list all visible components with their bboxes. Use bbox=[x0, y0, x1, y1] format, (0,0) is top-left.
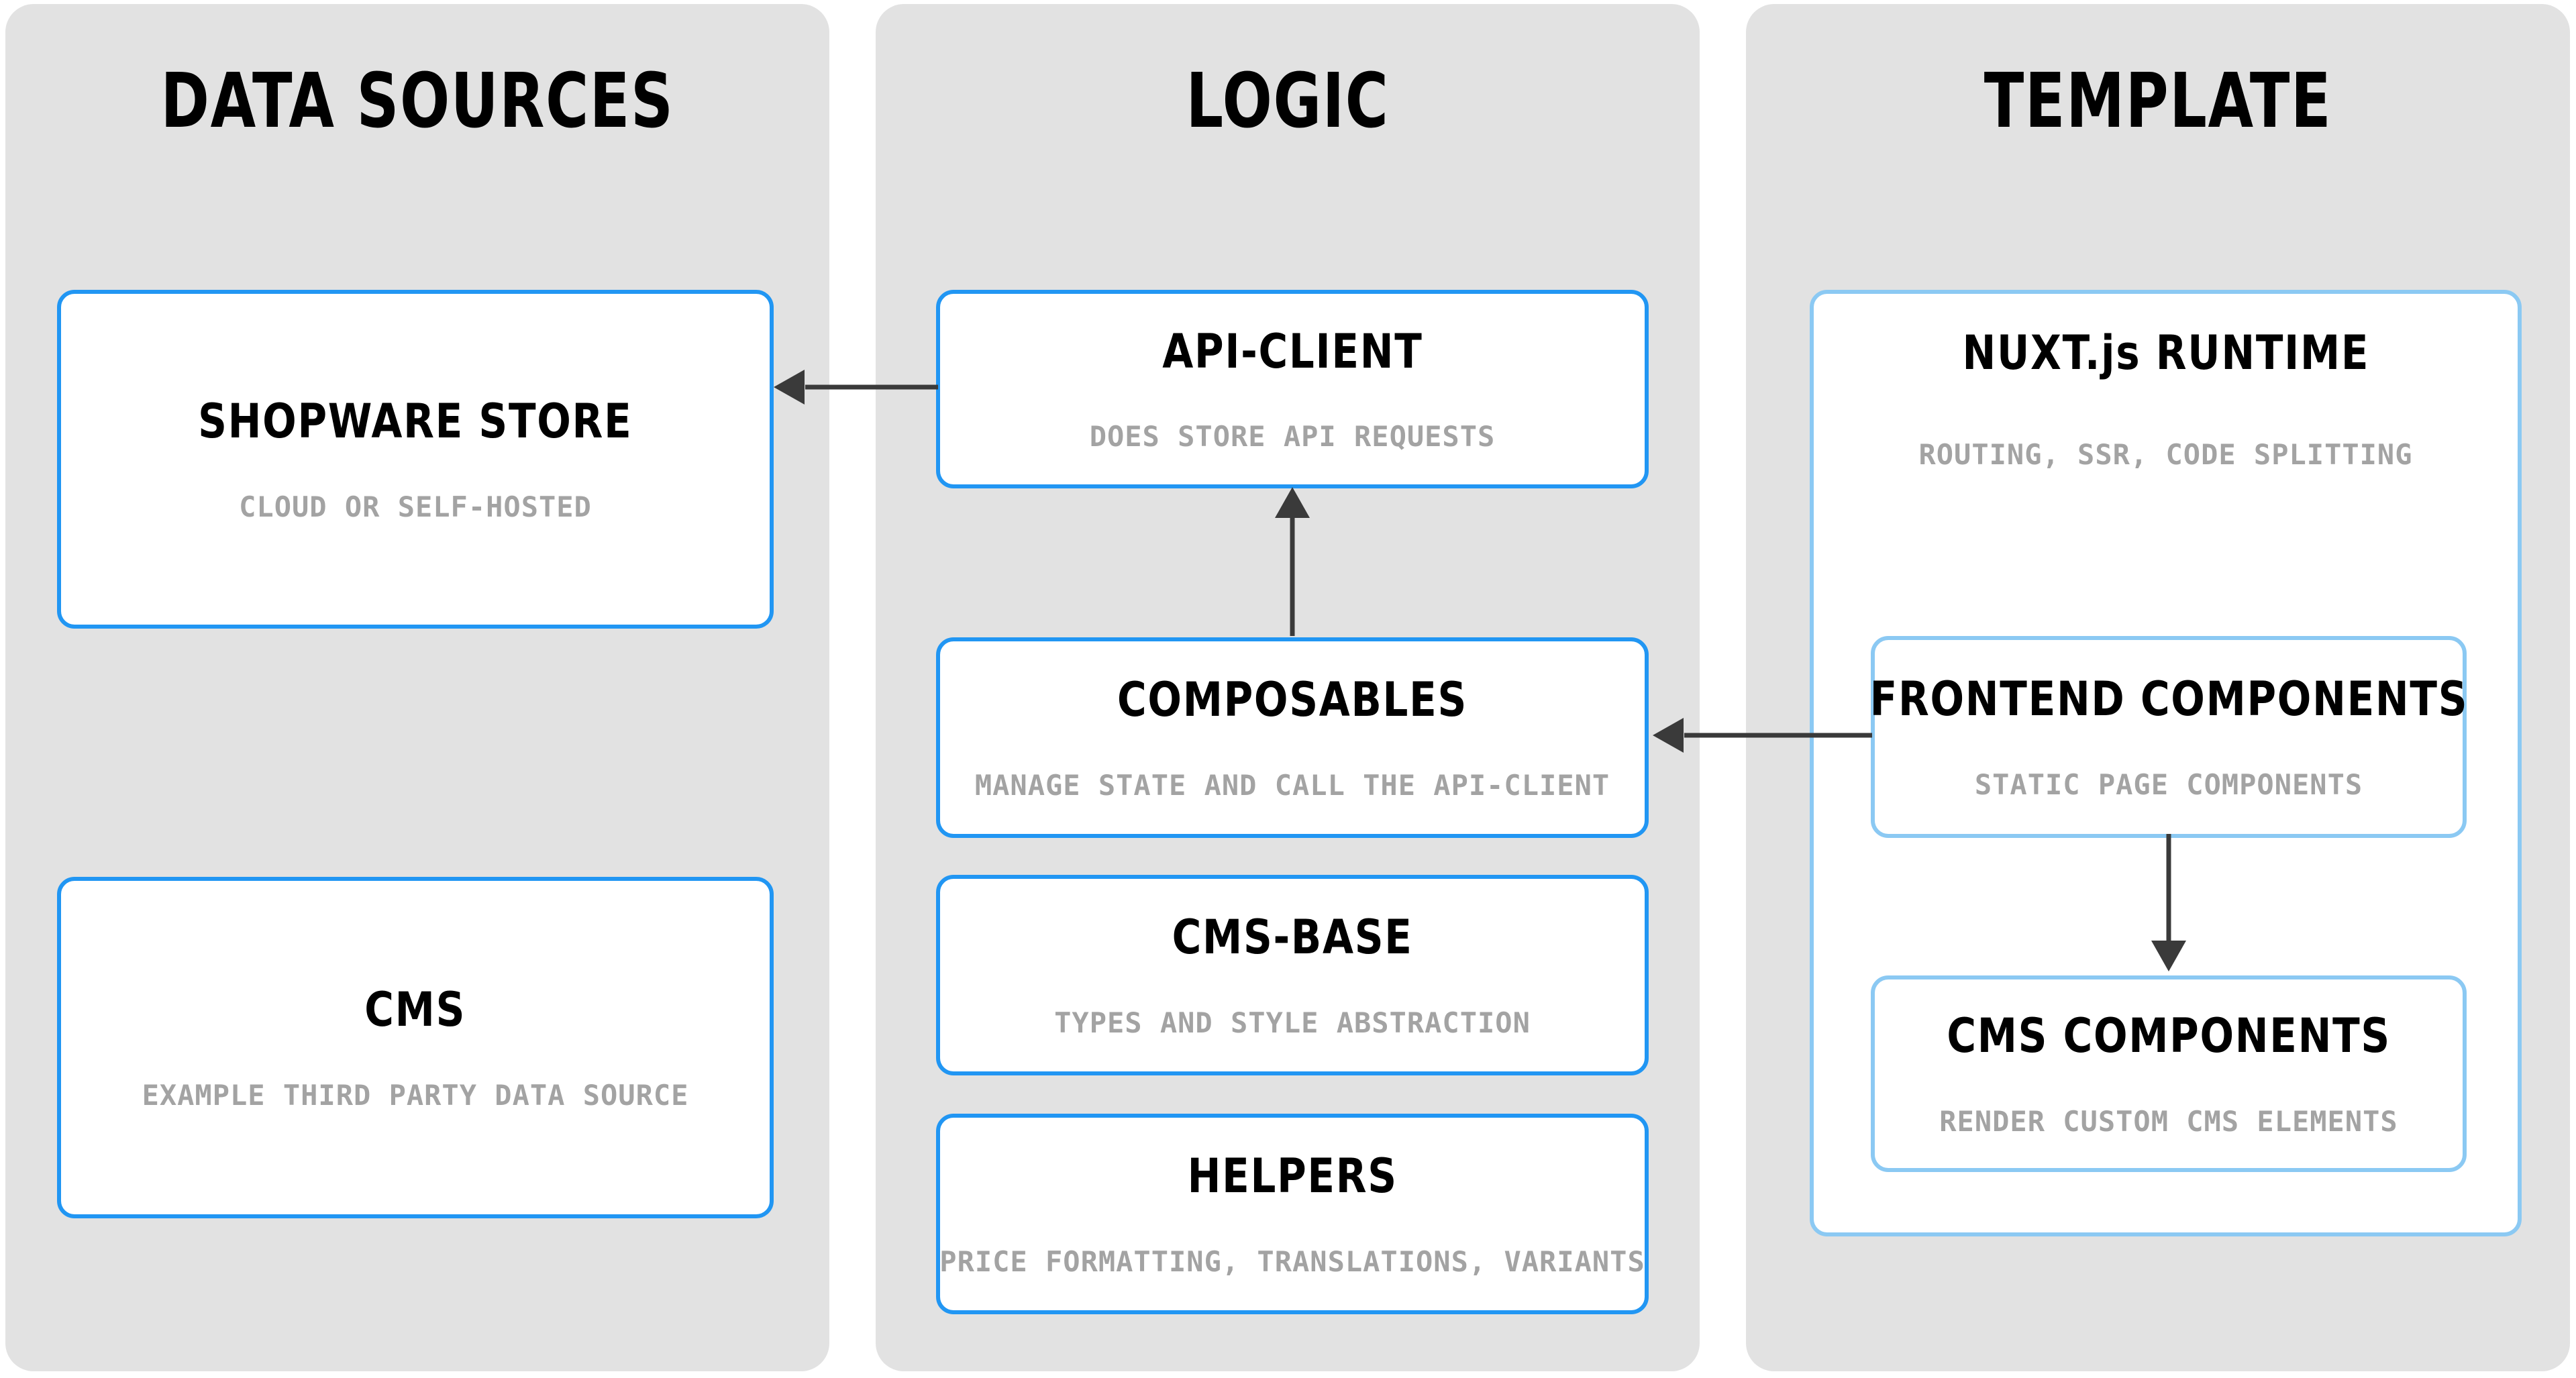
box-api-client: API-CLIENT DOES STORE API REQUESTS bbox=[936, 290, 1649, 488]
box-subtitle-api-client: DOES STORE API REQUESTS bbox=[1089, 420, 1496, 454]
box-subtitle-helpers: PRICE FORMATTING, TRANSLATIONS, VARIANTS bbox=[939, 1244, 1645, 1278]
box-cms: CMS EXAMPLE THIRD PARTY DATA SOURCE bbox=[57, 877, 774, 1218]
box-helpers: HELPERS PRICE FORMATTING, TRANSLATIONS, … bbox=[936, 1114, 1649, 1314]
column-template: TEMPLATE NUXT.js RUNTIME ROUTING, SSR, C… bbox=[1746, 4, 2570, 1371]
box-title-cms-components: CMS COMPONENTS bbox=[1947, 1008, 2391, 1064]
box-subtitle-composables: MANAGE STATE AND CALL THE API-CLIENT bbox=[974, 768, 1610, 802]
box-subtitle-frontend-components: STATIC PAGE COMPONENTS bbox=[1974, 767, 2363, 801]
box-title-shopware-store: SHOPWARE STORE bbox=[198, 394, 633, 449]
column-title-data-sources: DATA SOURCES bbox=[160, 58, 674, 145]
box-cms-base: CMS-BASE TYPES AND STYLE ABSTRACTION bbox=[936, 875, 1649, 1075]
column-logic: LOGIC API-CLIENT DOES STORE API REQUESTS… bbox=[876, 4, 1700, 1371]
box-composables: COMPOSABLES MANAGE STATE AND CALL THE AP… bbox=[936, 637, 1649, 838]
box-title-cms-base: CMS-BASE bbox=[1172, 910, 1413, 965]
box-title-composables: COMPOSABLES bbox=[1117, 672, 1468, 728]
box-shopware-store: SHOPWARE STORE CLOUD OR SELF-HOSTED bbox=[57, 290, 774, 629]
column-title-logic: LOGIC bbox=[1186, 58, 1390, 145]
box-title-cms: CMS bbox=[364, 982, 466, 1038]
box-subtitle-cms-components: RENDER CUSTOM CMS ELEMENTS bbox=[1939, 1104, 2398, 1138]
box-title-helpers: HELPERS bbox=[1187, 1149, 1398, 1204]
box-subtitle-cms-base: TYPES AND STYLE ABSTRACTION bbox=[1054, 1006, 1531, 1039]
box-title-api-client: API-CLIENT bbox=[1162, 323, 1423, 379]
box-cms-components: CMS COMPONENTS RENDER CUSTOM CMS ELEMENT… bbox=[1871, 975, 2467, 1172]
box-subtitle-cms: EXAMPLE THIRD PARTY DATA SOURCE bbox=[142, 1078, 689, 1112]
box-title-frontend-components: FRONTEND COMPONENTS bbox=[1869, 672, 2468, 727]
column-title-template: TEMPLATE bbox=[1983, 58, 2332, 145]
box-subtitle-nuxt-runtime: ROUTING, SSR, CODE SPLITTING bbox=[1918, 437, 2413, 471]
box-frontend-components: FRONTEND COMPONENTS STATIC PAGE COMPONEN… bbox=[1869, 636, 2468, 838]
box-title-nuxt-runtime: NUXT.js RUNTIME bbox=[1962, 325, 2369, 380]
box-subtitle-shopware-store: CLOUD OR SELF-HOSTED bbox=[239, 490, 592, 523]
column-data-sources: DATA SOURCES SHOPWARE STORE CLOUD OR SEL… bbox=[5, 4, 829, 1371]
